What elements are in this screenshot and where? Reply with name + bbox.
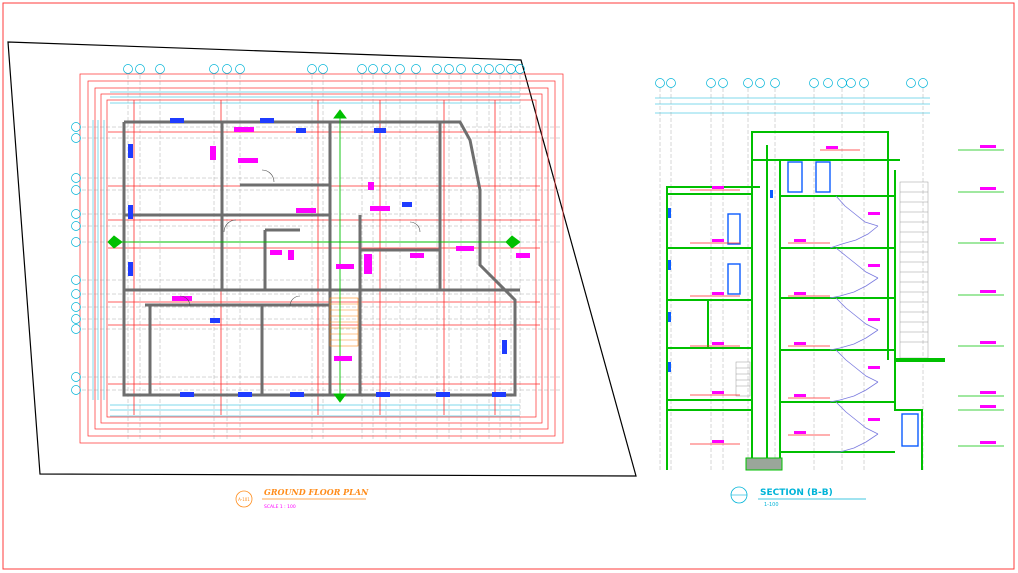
section-stairs (829, 195, 879, 453)
section-structure (666, 131, 923, 470)
section-foundation (745, 457, 783, 471)
plan-title-tag: A-101 (238, 497, 250, 502)
plan-section-line (107, 109, 521, 403)
section-scale: 1-100 (764, 502, 779, 508)
section-openings (727, 161, 919, 447)
section-grid-lines (659, 88, 924, 470)
section-b-b: SECTION (B-B) 1-100 (655, 78, 1004, 508)
plan-level-tags (172, 127, 530, 361)
section-small-windows (668, 190, 773, 372)
plan-grid-bubbles-left (71, 122, 81, 395)
section-level-markers (690, 149, 860, 445)
plan-windows (128, 118, 507, 397)
section-entry-stair (735, 361, 751, 397)
ground-floor-plan: A-101 GROUND FLOOR PLAN SCALE 1 : 100 (7, 41, 637, 510)
section-green-canopy (895, 358, 945, 362)
plan-grid-bubbles-top (123, 64, 525, 74)
plan-title: GROUND FLOOR PLAN (264, 487, 369, 497)
plan-walls (122, 120, 520, 397)
section-right-stair (899, 181, 929, 359)
section-grid-bubbles (655, 78, 928, 88)
plan-doors (179, 169, 421, 307)
section-level-marks-magenta (712, 146, 880, 443)
plan-boundary (7, 41, 637, 477)
section-title: SECTION (B-B) (760, 488, 833, 498)
section-title-block: SECTION (B-B) 1-100 (730, 486, 866, 508)
plan-title-block: A-101 GROUND FLOOR PLAN SCALE 1 : 100 (235, 487, 369, 510)
plan-dimension-lines (92, 91, 520, 417)
plan-title-tag-circle (235, 490, 253, 508)
section-level-ladder-tags (980, 145, 996, 444)
plan-grid-vertical (127, 75, 521, 440)
section-level-ladder (958, 149, 1004, 447)
plan-red-lines (108, 100, 540, 415)
plot-lines (79, 73, 564, 444)
plan-grid-horizontal (82, 126, 560, 391)
plan-scale: SCALE 1 : 100 (264, 504, 296, 510)
plan-stair (329, 297, 359, 347)
section-dimension-lines (655, 97, 930, 114)
